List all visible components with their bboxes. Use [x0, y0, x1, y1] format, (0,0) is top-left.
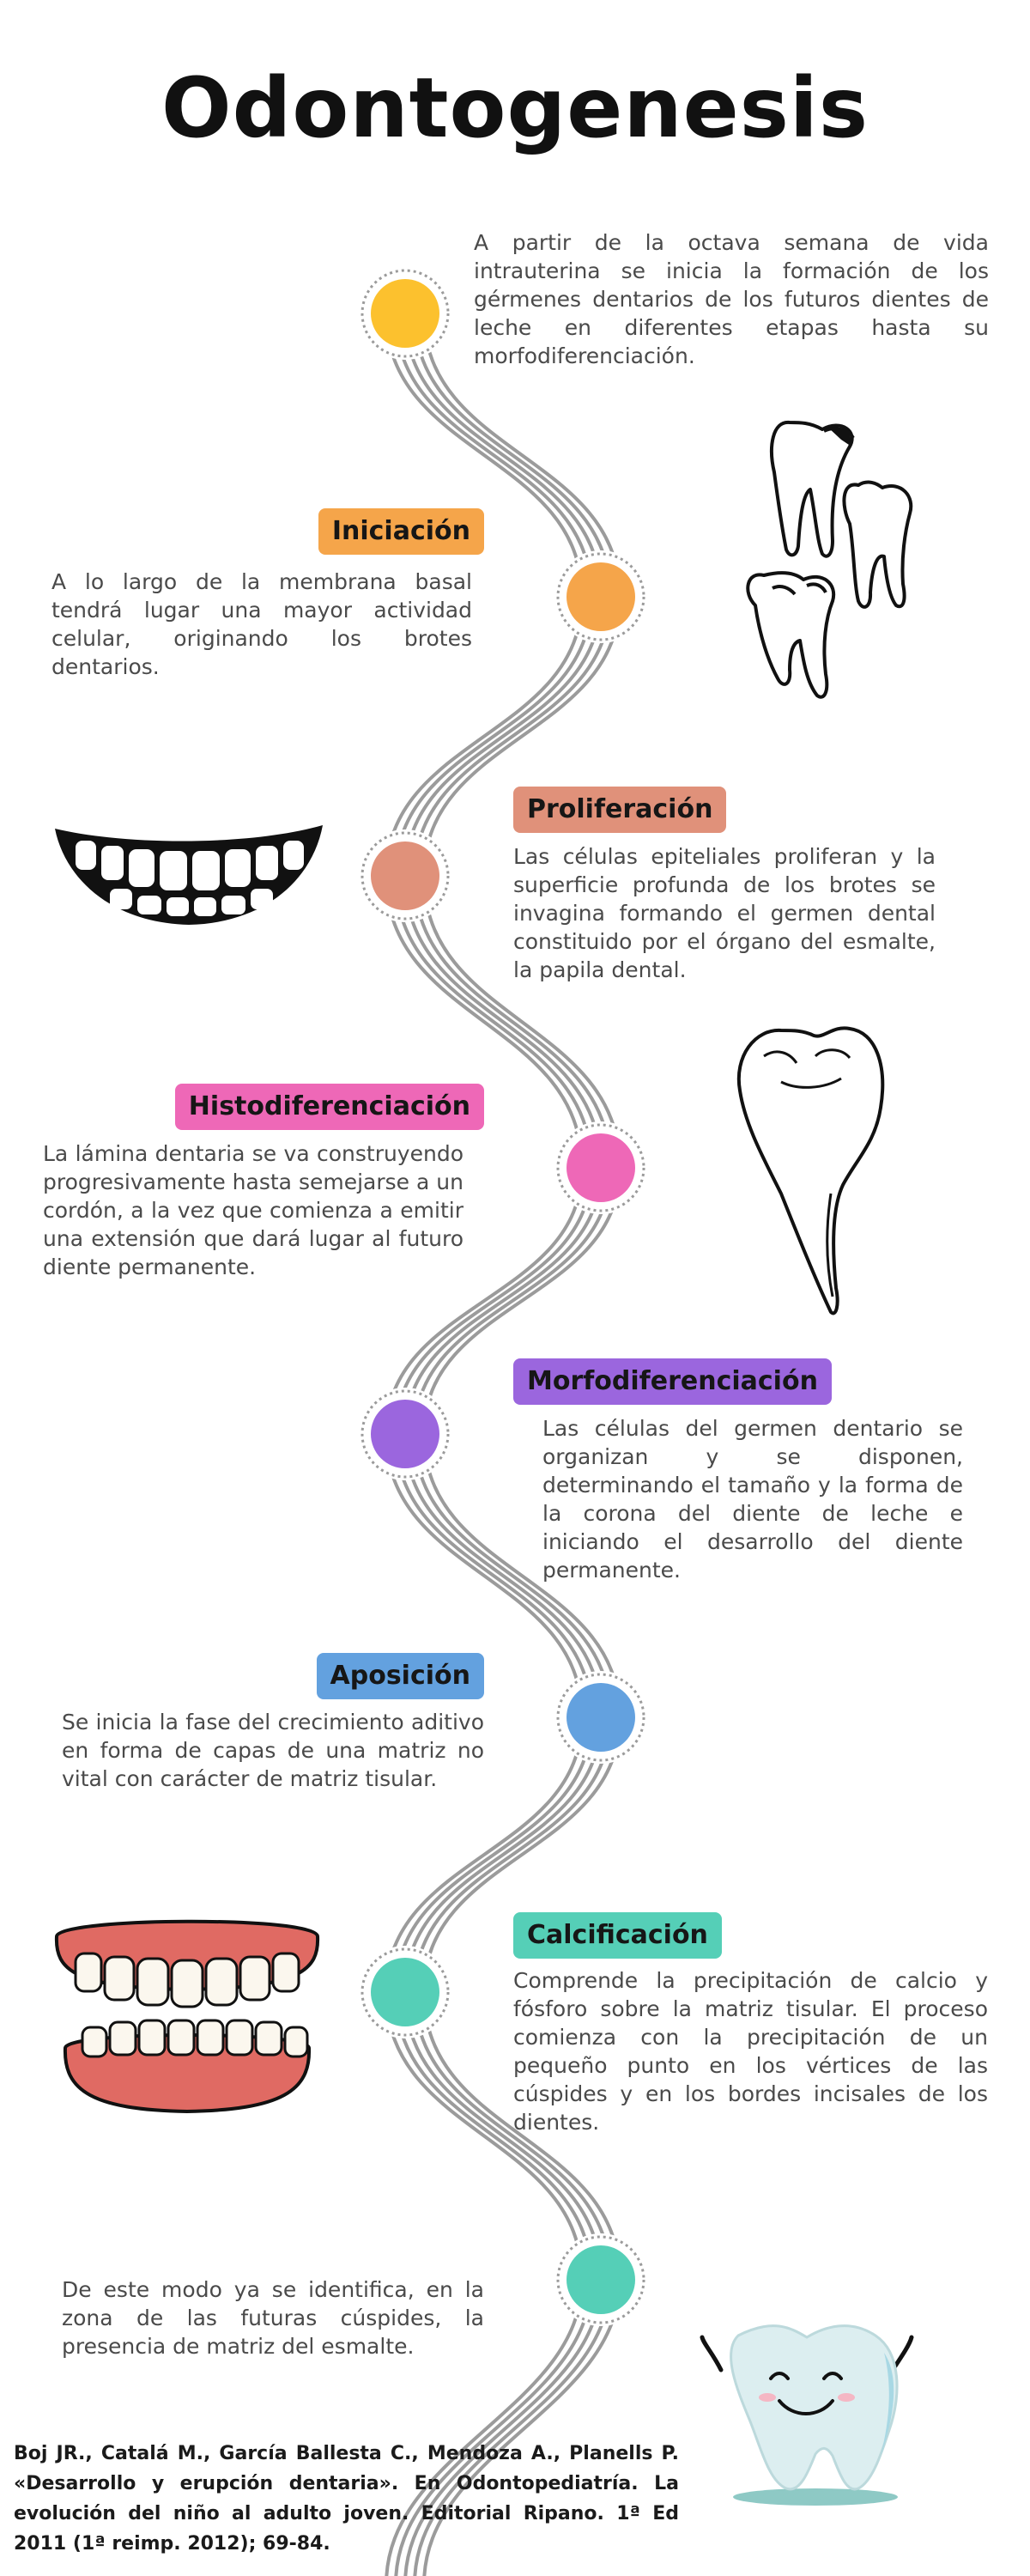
stage-text-proliferacion: Las células epiteliales proliferan y la … [513, 844, 936, 982]
stage-text-histodiferenciacion: La lámina dentaria se va construyendo pr… [43, 1141, 464, 1279]
stage-text-calcificacion: Comprende la precipitación de calcio y f… [513, 1968, 988, 2135]
stage-dot-5 [359, 1388, 451, 1480]
closing-text: De este modo ya se identifica, en la zon… [62, 2277, 484, 2359]
stage-dot-3 [359, 829, 451, 922]
happy-tooth-icon [700, 2324, 914, 2506]
molar-teeth-icon [746, 420, 913, 699]
stage-label-histodiferenciacion: Histodiferenciación [174, 1084, 484, 1130]
stage-label-aposicion: Aposición [316, 1653, 484, 1699]
stage-dot-4 [554, 1121, 647, 1214]
molar-tooth-icon [736, 1026, 885, 1315]
stage-label-calcificacion: Calcificación [513, 1912, 722, 1959]
smile-teeth-icon [55, 825, 323, 925]
stage-dot-2 [554, 550, 647, 643]
dentures-icon [54, 1919, 320, 2114]
stage-label-proliferacion: Proliferación [513, 787, 727, 833]
intro-text: A partir de la octava semana de vida int… [474, 230, 989, 368]
reference-text: Boj JR., Catalá M., García Ballesta C., … [14, 2443, 679, 2555]
stage-dot-7 [359, 1946, 451, 2038]
stage-label-iniciacion: Iniciación [318, 508, 484, 555]
page-title: Odontogenesis [161, 60, 869, 156]
stage-dot-1 [359, 267, 451, 360]
stage-label-morfodiferenciacion: Morfodiferenciación [513, 1358, 832, 1405]
stage-dot-8 [554, 2233, 647, 2326]
stage-text-morfodiferenciacion: Las células del germen dentario se organ… [542, 1416, 963, 1583]
stage-dot-6 [554, 1671, 647, 1764]
stage-text-iniciacion: A lo largo de la membrana basal tendrá l… [52, 569, 472, 679]
stage-text-aposicion: Se inicia la fase del crecimiento aditiv… [62, 1710, 484, 1791]
